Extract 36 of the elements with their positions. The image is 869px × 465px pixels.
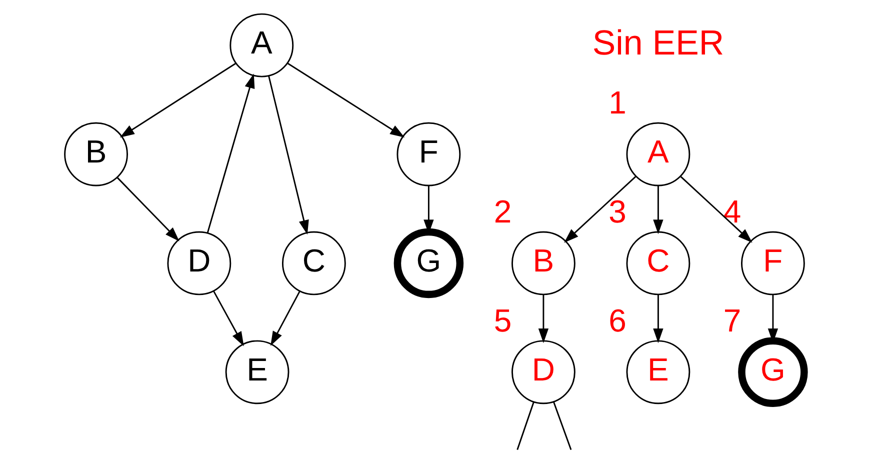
node-circle: A [626, 122, 690, 186]
arrow [564, 176, 636, 243]
arrow [270, 291, 300, 346]
node-circle: C [282, 231, 346, 296]
arrow [116, 177, 180, 242]
node-circle: G [394, 228, 464, 298]
node-circle: D [167, 231, 232, 296]
node-circle: E [225, 340, 290, 404]
arrow [653, 294, 664, 344]
node-circle: A [230, 13, 294, 78]
connector [516, 402, 534, 450]
node-circle: G [738, 337, 808, 408]
node-circle: B [64, 122, 128, 186]
node-label: 7 [723, 302, 742, 339]
arrow [213, 291, 244, 346]
node-circle: B [511, 231, 576, 296]
node-circle: E [626, 340, 690, 404]
node-label: 6 [608, 302, 626, 339]
node-label: 3 [608, 194, 626, 230]
arrow [680, 176, 752, 243]
node-circle: F [396, 122, 461, 186]
arrow [268, 76, 309, 235]
arrow [538, 294, 549, 344]
node-label: 1 [608, 84, 626, 121]
node-circle: F [741, 231, 805, 296]
arrow [653, 186, 664, 234]
node-label: 2 [494, 194, 512, 230]
arrow [287, 62, 405, 138]
node-label: 5 [494, 302, 512, 339]
connector [553, 402, 572, 450]
arrow [206, 74, 255, 233]
node-circle: D [511, 340, 576, 404]
node-label: 4 [723, 194, 742, 230]
label: Sin EER [592, 23, 724, 62]
node-circle: C [626, 231, 690, 296]
arrow [120, 62, 236, 138]
